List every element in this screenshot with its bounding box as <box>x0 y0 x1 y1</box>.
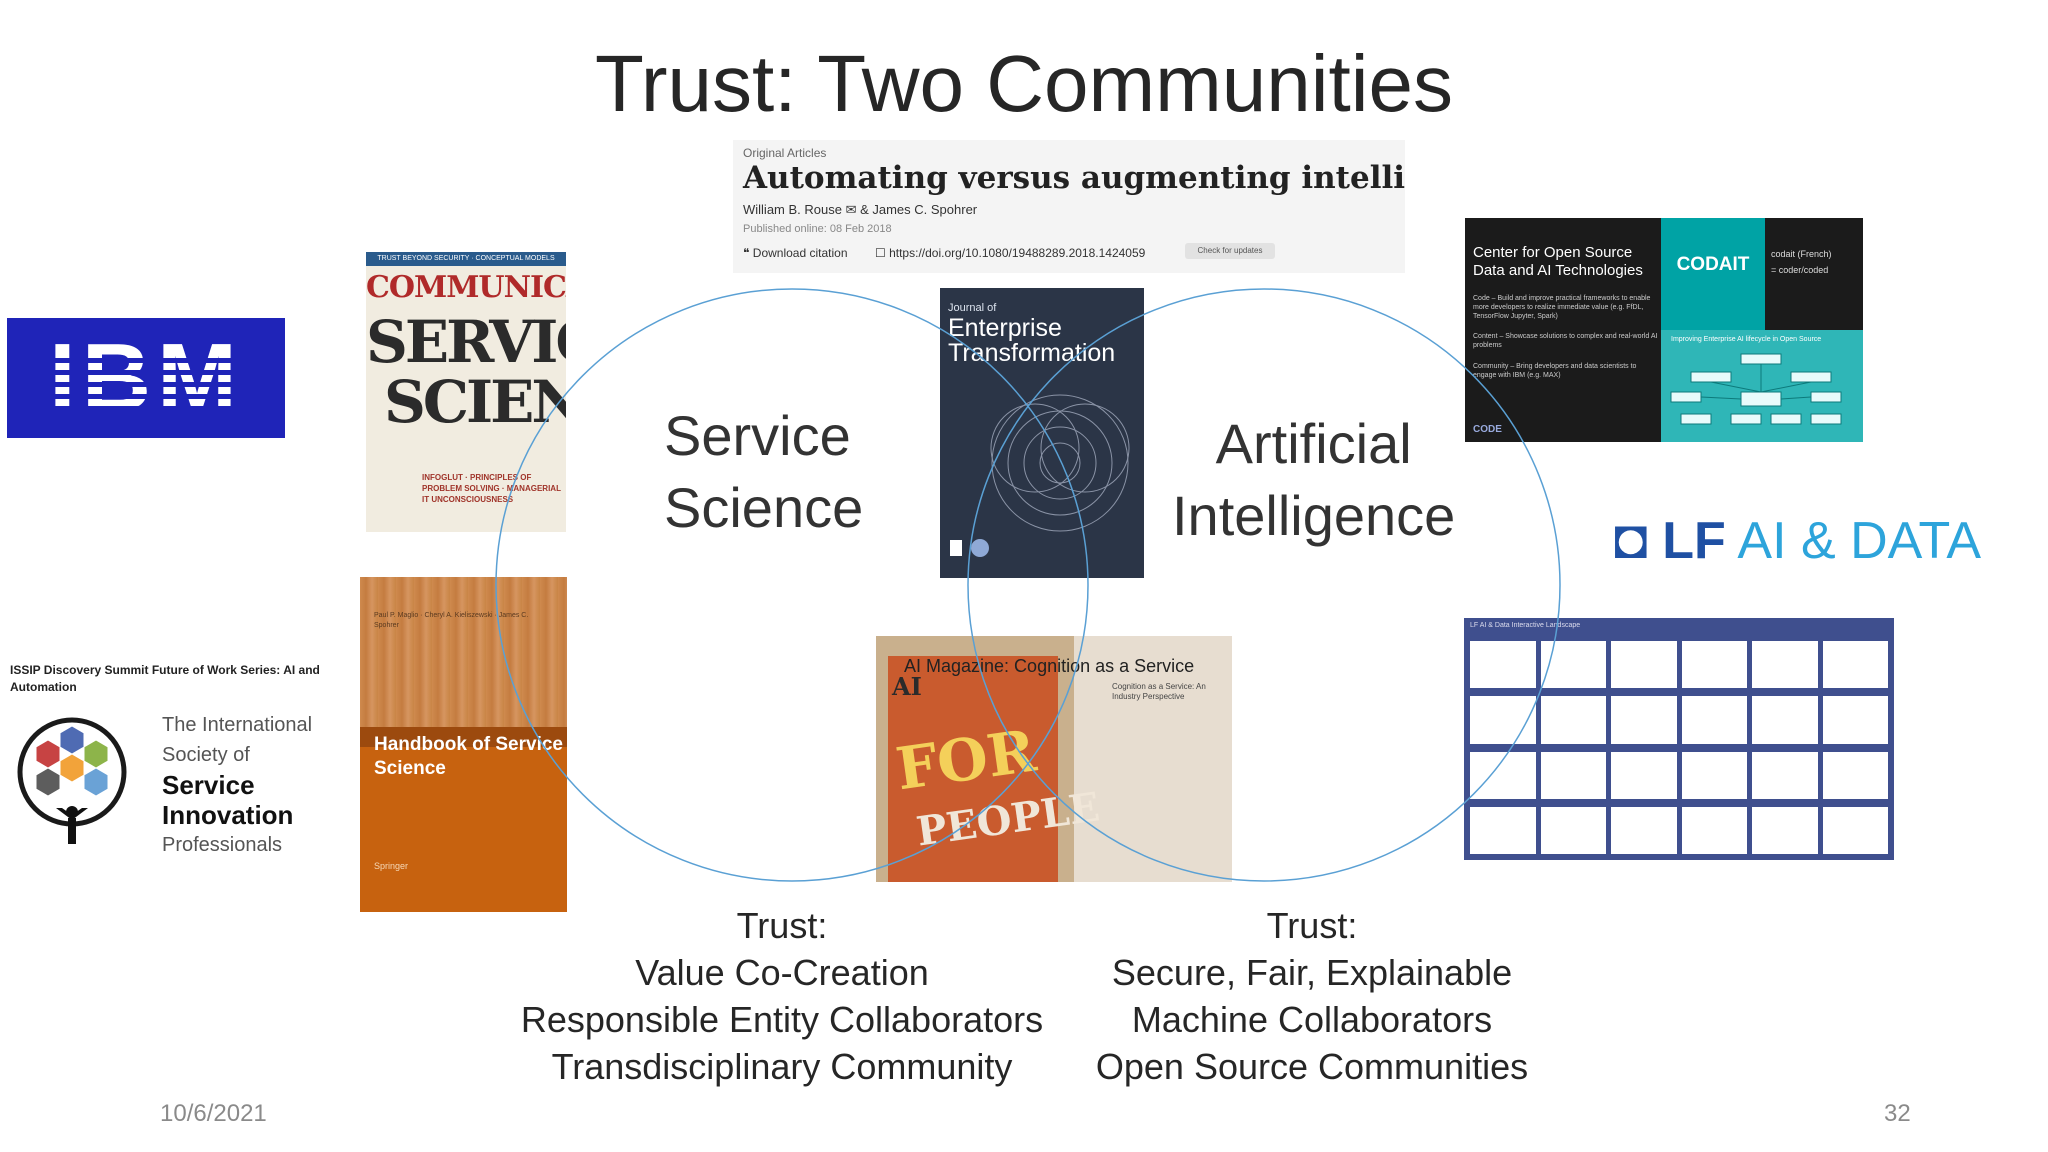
landscape-cell <box>1822 693 1888 744</box>
comm-banner: TRUST BEYOND SECURITY · CONCEPTUAL MODEL… <box>366 252 566 266</box>
springer-logo: Springer <box>374 861 409 871</box>
lf-logo-ai-data: AI & DATA <box>1737 512 1982 570</box>
article-title: Automating versus augmenting intelligenc… <box>743 160 1405 196</box>
landscape-cell <box>1540 638 1606 689</box>
landscape-cell <box>1540 803 1606 854</box>
check-updates-button[interactable]: Check for updates <box>1185 243 1275 259</box>
codait-heading: Center for Open Source Data and AI Techn… <box>1473 244 1643 279</box>
journal-cover: Journal of Enterprise Transformation <box>940 288 1144 578</box>
landscape-cell <box>1752 693 1818 744</box>
landscape-cell <box>1681 803 1747 854</box>
landscape-cell <box>1470 803 1536 854</box>
lf-logo-mark: ◘ <box>1614 507 1648 570</box>
ai-magazine-photo: AI FOR PEOPLE Cognition as a Service: An… <box>876 636 1232 882</box>
codait-diagram-title: Improving Enterprise AI lifecycle in Ope… <box>1671 336 1822 343</box>
ibm-stripe <box>7 358 285 363</box>
ibm-stripe <box>7 394 285 399</box>
lf-logo-lf: LF <box>1662 512 1726 570</box>
artificial-intelligence-label: Artificial Intelligence <box>1172 412 1456 547</box>
landscape-cell <box>1540 693 1606 744</box>
article-header: Original Articles Automating versus augm… <box>733 140 1405 273</box>
ibm-stripe <box>7 370 285 375</box>
landscape-cell <box>1822 748 1888 799</box>
codait-community-text: Community – Bring developers and data sc… <box>1473 363 1637 379</box>
article-section: Original Articles <box>743 146 827 160</box>
handbook-cover: Paul P. Maglio · Cheryl A. Kieliszewski … <box>360 577 567 912</box>
slide-date: 10/6/2021 <box>160 1100 267 1127</box>
handbook-title: Handbook of Service Science <box>374 734 563 779</box>
codait-flow-diagram <box>1670 353 1842 425</box>
landscape-cell <box>1681 748 1747 799</box>
trust-artificial-intelligence: Trust: Secure, Fair, Explainable Machine… <box>1095 905 1529 1087</box>
landscape-cell <box>1470 638 1536 689</box>
landscape-cell <box>1822 803 1888 854</box>
codait-code-text: Code – Build and improve practical frame… <box>1473 295 1651 320</box>
codait-content-text: Content – Showcase solutions to complex … <box>1473 333 1658 349</box>
slide-title: Trust: Two Communities <box>594 39 1453 128</box>
handbook-wood-texture <box>360 577 567 727</box>
ibm-stripe <box>7 406 285 411</box>
slide-page-number: 32 <box>1884 1100 1911 1127</box>
landscape-header: LF AI & Data Interactive Landscape <box>1470 622 1581 629</box>
landscape-cell <box>1752 638 1818 689</box>
landscape-cell <box>1752 748 1818 799</box>
landscape-cell <box>1470 693 1536 744</box>
service-science-label: Service Science <box>664 404 864 539</box>
trust-service-science: Trust: Value Co-Creation Responsible Ent… <box>520 905 1044 1087</box>
comm-subtitle: INFOGLUT · PRINCIPLES OF PROBLEM SOLVING… <box>422 473 561 504</box>
magazine-article-title: Cognition as a Service: An Industry Pers… <box>1112 682 1206 701</box>
ibm-stripe <box>7 382 285 387</box>
codait-name: CODAIT <box>1676 254 1750 275</box>
landscape-cell <box>1752 803 1818 854</box>
journal-title: Enterprise Transformation <box>948 314 1116 367</box>
communications-book-cover: TRUST BEYOND SECURITY · CONCEPTUAL MODEL… <box>366 252 566 532</box>
comm-title-2: SERVICES <box>366 308 566 376</box>
ibm-logo: IBM <box>7 318 285 438</box>
landscape-cell <box>1822 638 1888 689</box>
article-authors: William B. Rouse ✉ & James C. Spohrer <box>743 202 978 217</box>
landscape-cell <box>1470 748 1536 799</box>
codait-note: codait (French) = coder/coded <box>1771 249 1832 275</box>
landscape-cell <box>1681 638 1747 689</box>
landscape-cell <box>1681 693 1747 744</box>
landscape-grid <box>1470 638 1888 854</box>
ibm-logo-text: IBM <box>49 324 243 431</box>
landscape-cell <box>1611 638 1677 689</box>
codait-name-panel <box>1661 218 1765 330</box>
comm-title-1: COMMUNICATIONS <box>366 270 566 305</box>
ai-magazine-caption: AI Magazine: Cognition as a Service <box>904 656 1195 676</box>
landscape-cell <box>1611 748 1677 799</box>
article-published: Published online: 08 Feb 2018 <box>743 223 892 235</box>
comm-title-3: SCIENCE <box>384 368 566 436</box>
download-citation-link[interactable]: ❝ Download citation <box>743 246 848 260</box>
codait-footer: CODE <box>1473 424 1502 435</box>
issip-event-title: ISSIP Discovery Summit Future of Work Se… <box>10 663 320 694</box>
journal-label: Journal of <box>948 302 997 314</box>
issip-logo-icon <box>17 717 127 844</box>
handbook-editors: Paul P. Maglio · Cheryl A. Kieliszewski … <box>374 612 529 629</box>
landscape-cell <box>1611 693 1677 744</box>
landscape-cell <box>1611 803 1677 854</box>
issip-name: The International Society of Service Inn… <box>162 714 313 856</box>
landscape-cell <box>1540 748 1606 799</box>
doi-link[interactable]: ☐ https://doi.org/10.1080/19488289.2018.… <box>875 246 1146 260</box>
lf-ai-data-logo: ◘ LF AI & DATA <box>1614 506 1981 571</box>
lf-ai-landscape: LF AI & Data Interactive Landscape <box>1464 618 1894 860</box>
codait-card: Center for Open Source Data and AI Techn… <box>1465 218 1863 442</box>
